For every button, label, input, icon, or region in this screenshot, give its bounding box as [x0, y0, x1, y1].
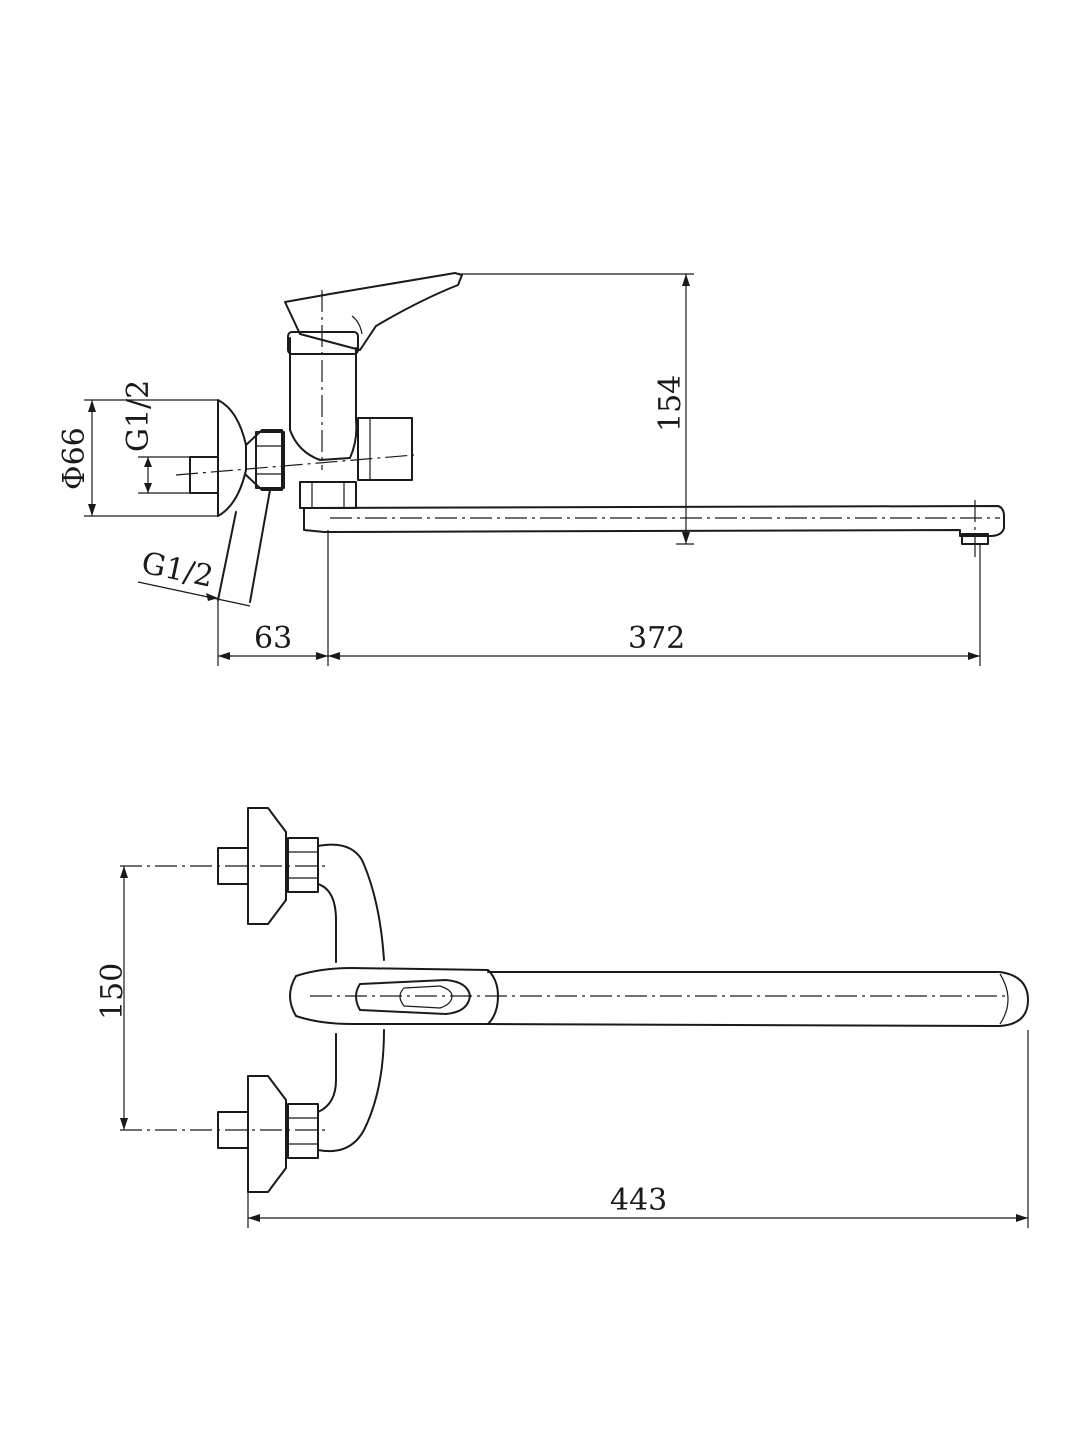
body-arms: [317, 843, 385, 1152]
eccentric-connector: [245, 429, 283, 491]
lower-hex-nut: [287, 1103, 319, 1159]
upper-hex-nut: [287, 837, 319, 893]
dim-spout-reach: 372: [628, 621, 685, 656]
hex-nut: [255, 431, 285, 489]
dim-wall-offset: 63: [254, 621, 292, 656]
diverter-knob: [357, 417, 413, 481]
lower-flange: [247, 1075, 287, 1193]
side-view: Φ66 G1/2 G1/2 154 63 372: [57, 272, 1005, 666]
upper-flange: [247, 807, 287, 925]
spout-top: [487, 971, 1029, 1027]
spout: [303, 505, 1005, 537]
inlet-stub: [189, 456, 219, 494]
lever-handle: [284, 272, 463, 351]
top-view: 150 443: [95, 807, 1029, 1228]
lower-inlet-arm: [217, 489, 271, 603]
cartridge-cap: [287, 331, 359, 355]
mixer-body: [289, 337, 358, 461]
dim-inlet-spacing: 150: [95, 963, 130, 1020]
dim-flange-diameter: Φ66: [57, 427, 92, 490]
lever-grip: [355, 979, 471, 1015]
dim-overall-length: 443: [610, 1183, 667, 1218]
wall-flange: [217, 399, 247, 517]
dim-thread-lower: G1/2: [138, 546, 216, 595]
central-lever: [289, 967, 499, 1025]
dim-height: 154: [653, 375, 688, 432]
dim-thread-upper: G1/2: [121, 380, 156, 452]
spout-swivel: [299, 481, 357, 509]
